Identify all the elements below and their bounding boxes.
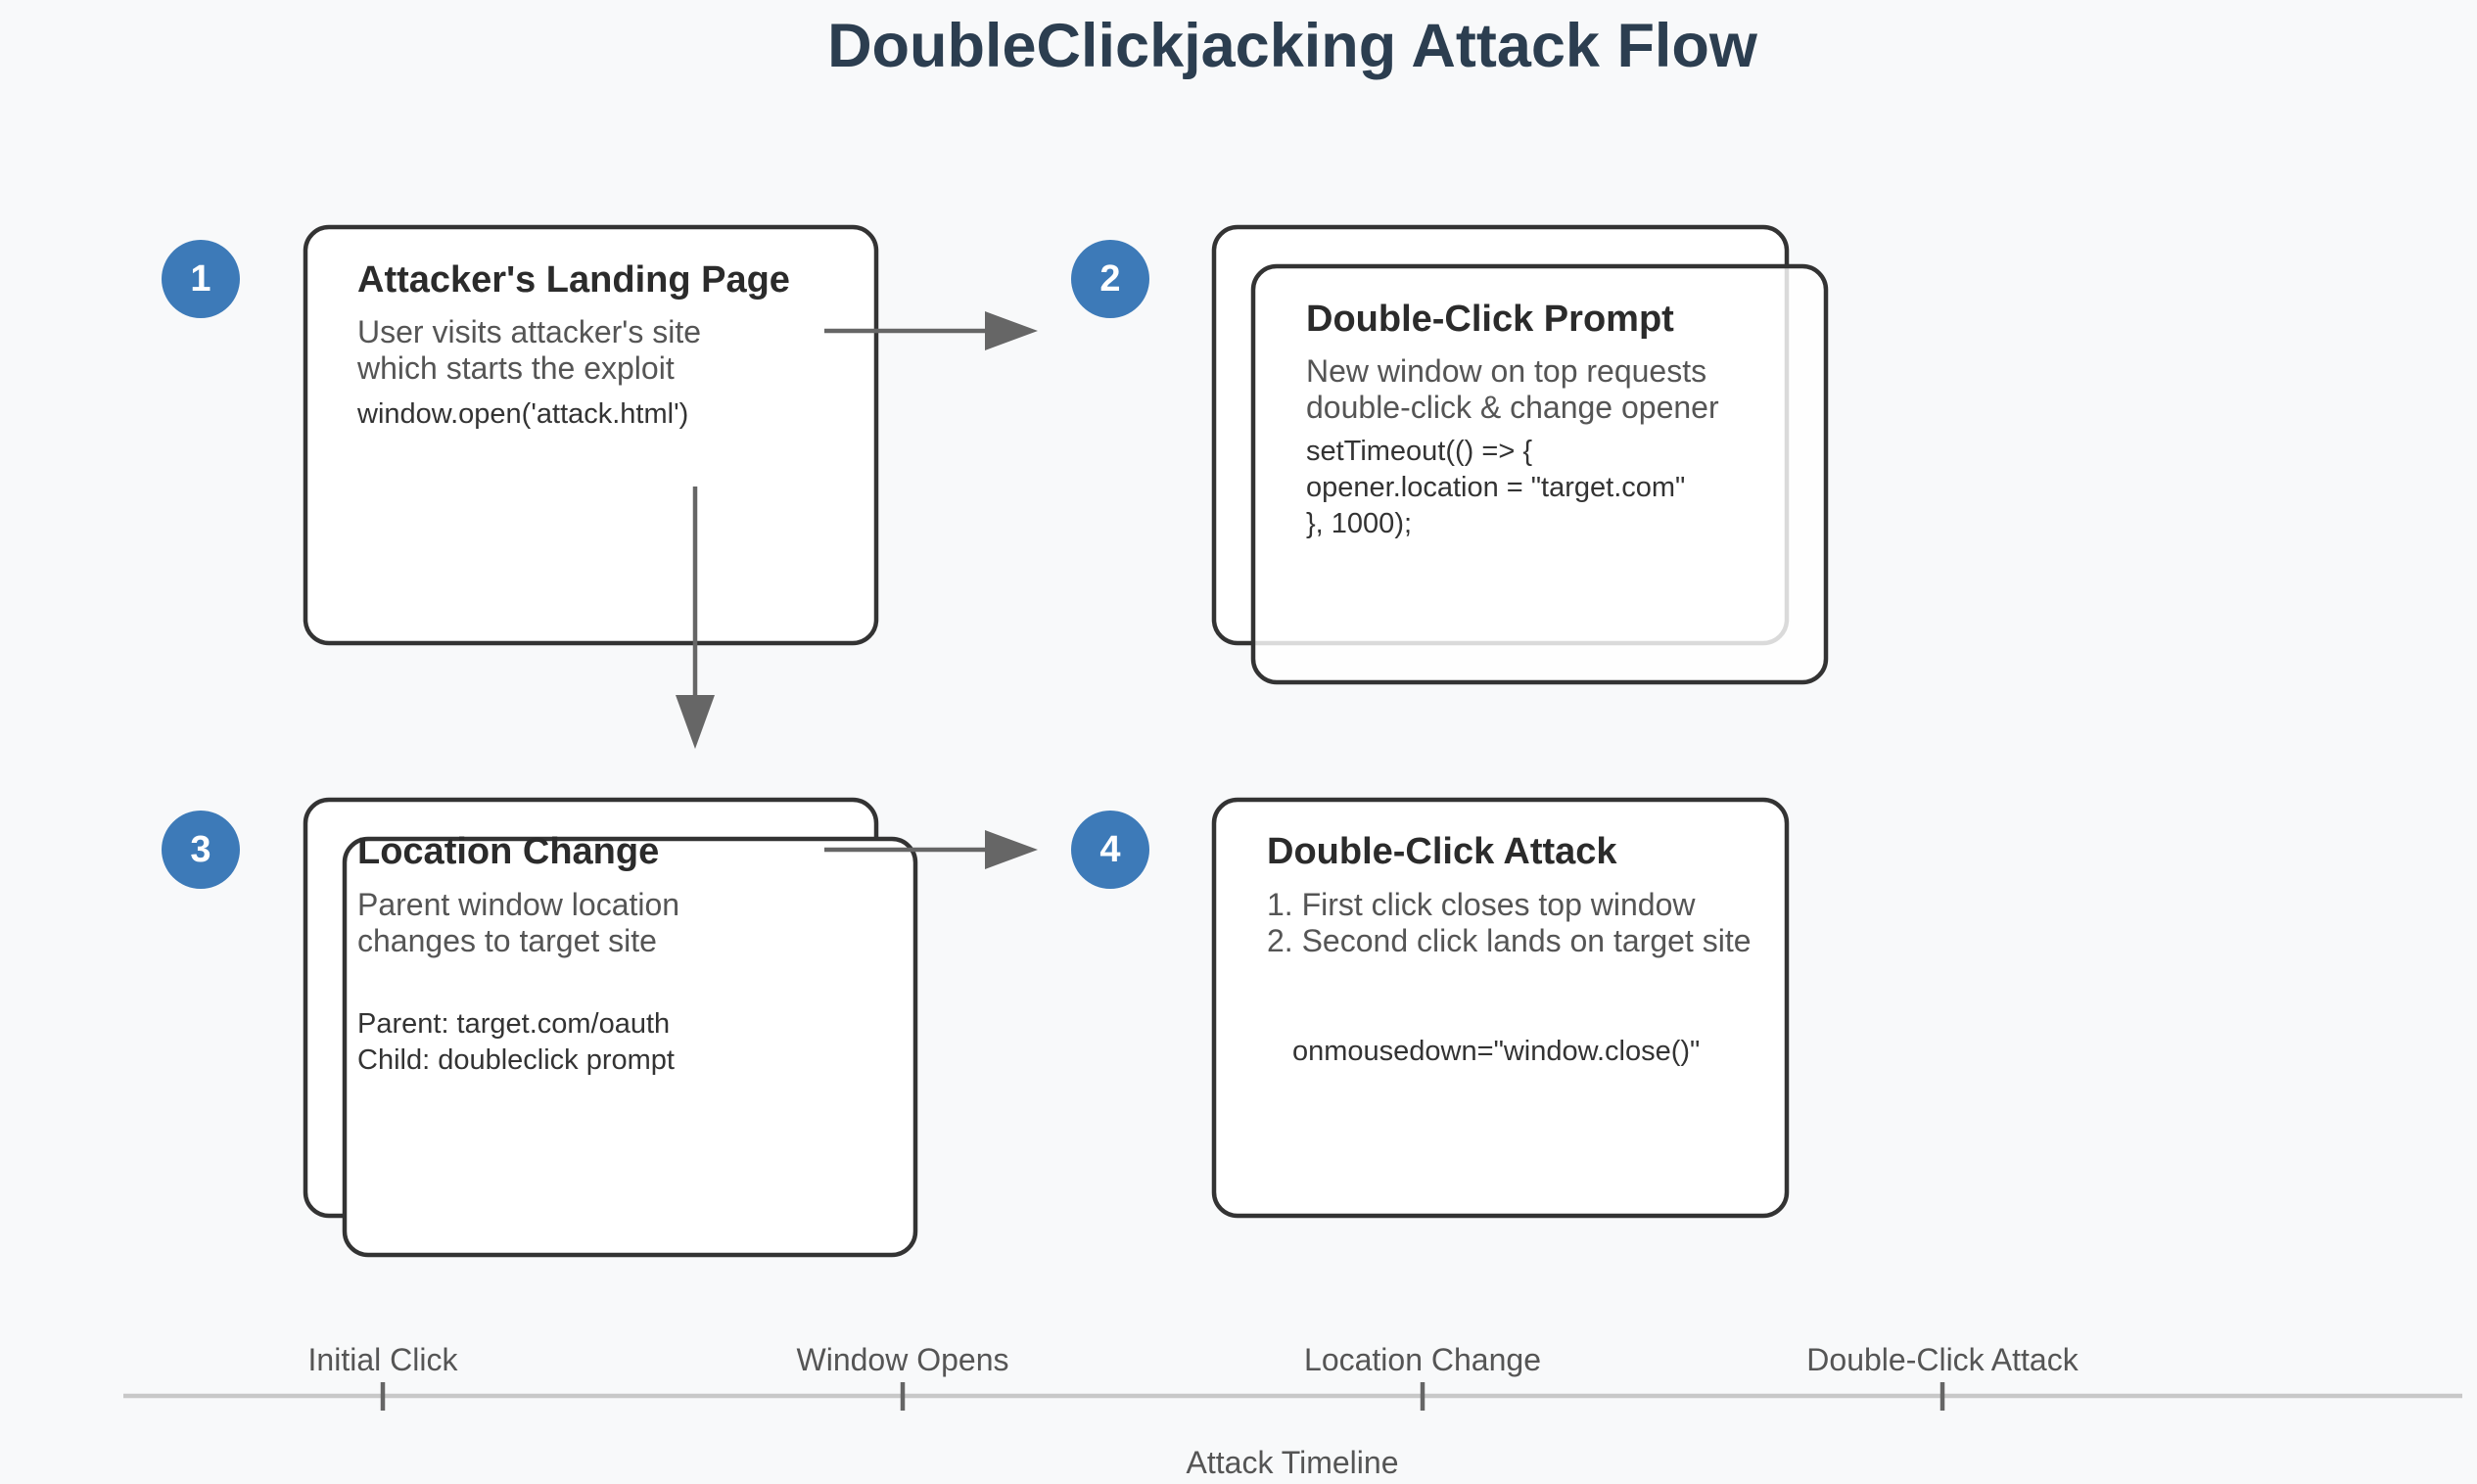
step-title: Double-Click Attack [1267,831,1617,872]
diagram-title: DoubleClickjacking Attack Flow [827,12,1758,80]
step-description-line: 2. Second click lands on target site [1267,923,1752,958]
attack-timeline: Initial Click Window Opens Location Chan… [123,1342,2462,1480]
step-description-line: changes to target site [357,923,657,958]
step-title: Double-Click Prompt [1306,299,1674,340]
timeline-event-label: Location Change [1304,1342,1541,1377]
timeline-event-location-change: Location Change [1304,1342,1541,1411]
timeline-event-label: Initial Click [308,1342,459,1377]
step-code-line: opener.location = "target.com" [1306,472,1685,503]
timeline-event-label: Window Opens [797,1342,1009,1377]
flow-arrow-1-to-2 [824,311,1038,350]
step-badge-3: 3 [162,811,240,889]
timeline-event-window-opens: Window Opens [797,1342,1009,1411]
step-description-line: which starts the exploit [356,350,675,386]
step-number: 4 [1099,829,1120,870]
step-code-line: Parent: target.com/oauth [357,1008,670,1040]
flow-arrow-3-to-4 [824,830,1038,869]
step-card [1250,263,1829,685]
step-code-line: window.open('attack.html') [356,398,688,430]
step-description-line: double-click & change opener [1306,390,1719,425]
step-card [342,836,918,1258]
flow-arrow-1-to-3 [676,487,715,749]
step-title: Location Change [357,831,659,872]
timeline-caption: Attack Timeline [1187,1445,1399,1480]
step-2: 2 Double-Click Prompt New window on top … [1071,224,1829,685]
step-description-line: New window on top requests [1306,353,1706,389]
step-title: Attacker's Landing Page [357,259,790,301]
step-3: 3 Location Change Parent window location… [162,797,918,1258]
step-number: 1 [190,258,210,300]
step-description-line: 1. First click closes top window [1267,887,1696,922]
step-number: 2 [1099,258,1120,300]
step-number: 3 [190,829,210,870]
step-code-line: }, 1000); [1306,508,1412,539]
step-badge-2: 2 [1071,240,1149,318]
step-badge-4: 4 [1071,811,1149,889]
step-4: 4 Double-Click Attack 1. First click clo… [1071,797,1790,1219]
step-card [1211,797,1790,1219]
step-badge-1: 1 [162,240,240,318]
step-code-line: setTimeout(() => { [1306,436,1532,467]
step-description-line: Parent window location [357,887,679,922]
timeline-event-initial-click: Initial Click [308,1342,459,1411]
step-code-line: onmousedown="window.close()" [1292,1036,1700,1067]
step-description-line: User visits attacker's site [357,314,701,349]
step-code-line: Child: doubleclick prompt [357,1044,675,1076]
step-card [303,224,879,646]
step-1: 1 Attacker's Landing Page User visits at… [162,224,879,646]
timeline-event-double-click-attack: Double-Click Attack [1806,1342,2080,1411]
timeline-event-label: Double-Click Attack [1806,1342,2079,1377]
